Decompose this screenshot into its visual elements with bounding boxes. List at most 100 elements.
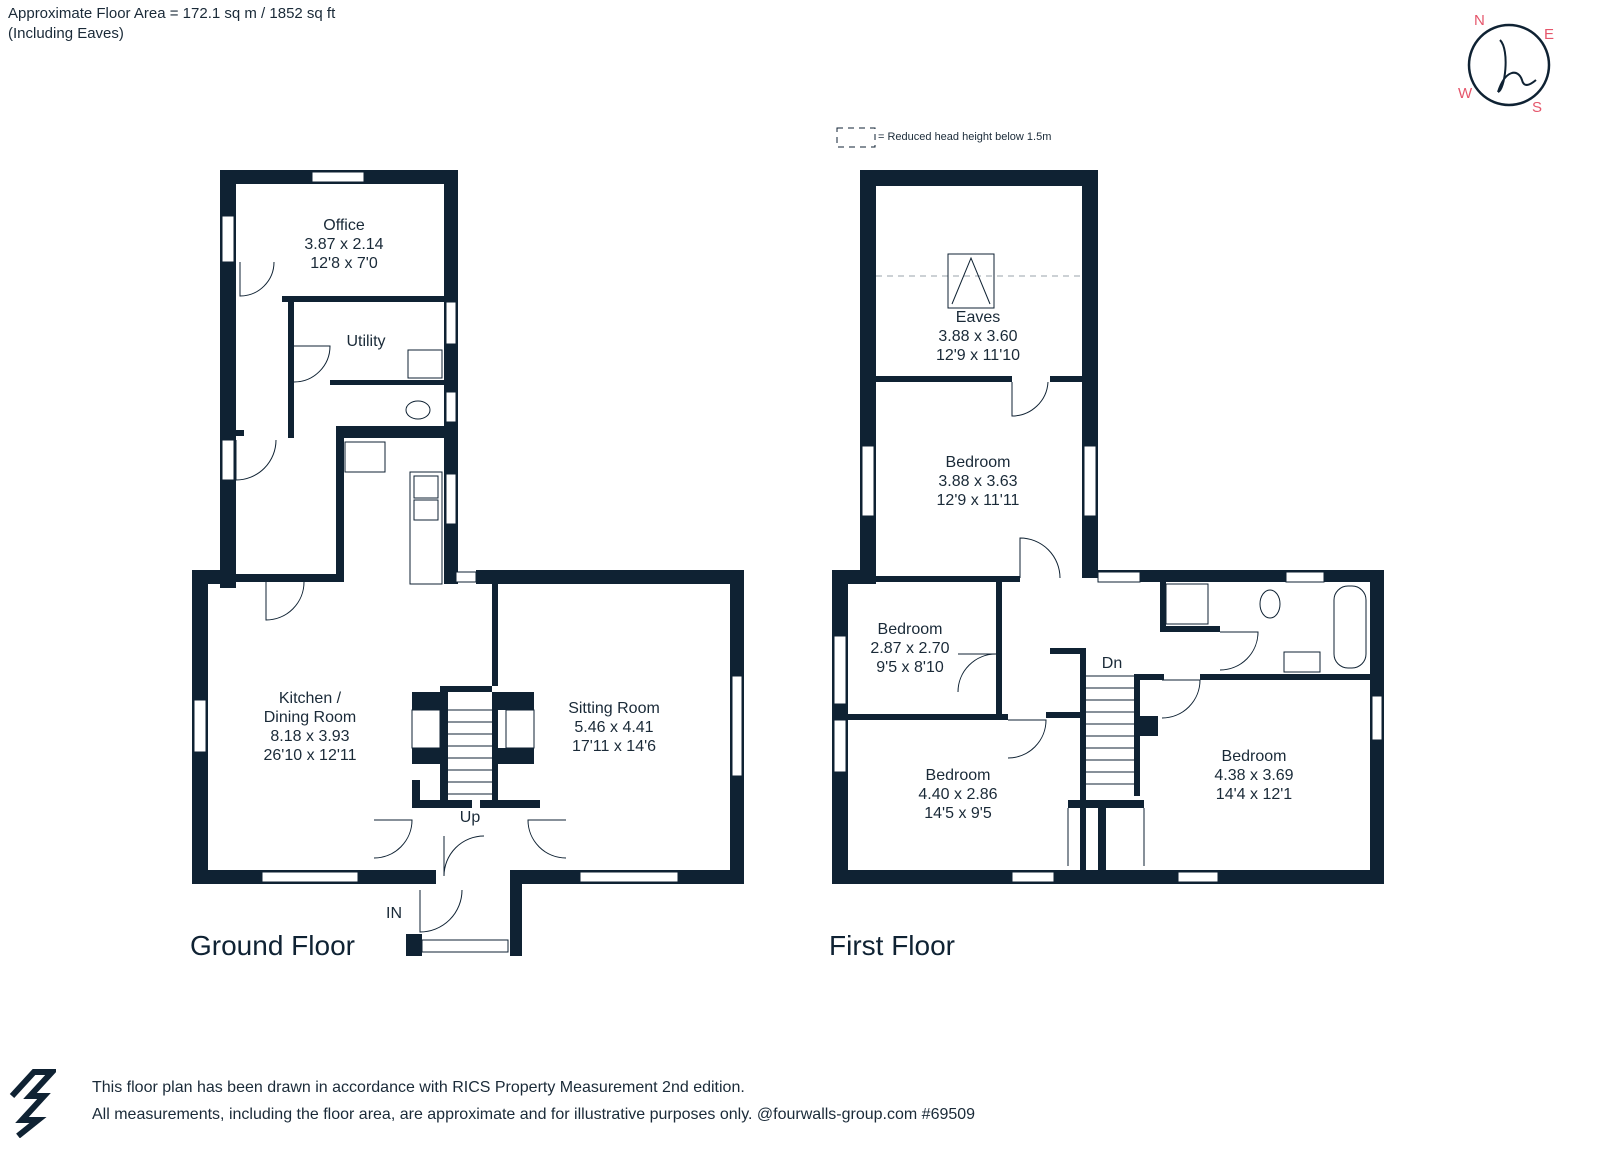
- fireplace: [505, 709, 535, 749]
- first-floor-title: First Floor: [829, 930, 955, 961]
- sink: [413, 499, 439, 521]
- bedroom-top-name: Bedroom: [946, 454, 1011, 471]
- door-swing: [957, 653, 997, 693]
- sink: [413, 475, 439, 499]
- rics-note: This floor plan has been drawn in accord…: [92, 1079, 745, 1096]
- wall: [498, 692, 534, 710]
- sitting-name: Sitting Room: [568, 700, 660, 717]
- skylight-opening: [951, 256, 991, 305]
- basin: [1283, 651, 1321, 673]
- wall: [1160, 626, 1220, 632]
- wall: [480, 800, 540, 808]
- wall: [848, 714, 1008, 720]
- toilet: [405, 400, 431, 420]
- window: [445, 473, 457, 525]
- window: [833, 635, 847, 705]
- compass-n: N: [1474, 12, 1485, 29]
- room-labels: Office 3.87 x 2.14 12'8 x 7'0 Utility Ki…: [264, 217, 1294, 922]
- wall: [1046, 712, 1086, 718]
- bedroom-br-imperial: 14'4 x 12'1: [1216, 786, 1292, 803]
- wall: [1050, 648, 1086, 654]
- door-swing: [1019, 537, 1061, 579]
- bedroom-br-metric: 4.38 x 3.69: [1214, 767, 1293, 784]
- wall: [288, 300, 294, 438]
- bedroom-small-imperial: 9'5 x 8'10: [876, 659, 944, 676]
- stairs-up-label: Up: [460, 809, 481, 826]
- window: [445, 301, 457, 345]
- disclaimer-note: All measurements, including the floor ar…: [92, 1106, 976, 1123]
- wall: [1068, 800, 1144, 808]
- bedroom-small-metric: 2.87 x 2.70: [870, 640, 949, 657]
- door-swing: [239, 261, 275, 297]
- stairs-down-label: Dn: [1102, 655, 1122, 672]
- wall: [336, 430, 344, 582]
- floor-area-header: Approximate Floor Area = 172.1 sq m / 18…: [8, 4, 335, 44]
- office-metric: 3.87 x 2.14: [304, 236, 383, 253]
- window: [311, 171, 365, 183]
- door-swing: [373, 819, 413, 859]
- window: [421, 939, 509, 953]
- door-swing: [443, 835, 485, 877]
- compass-logo: N E W S: [1450, 10, 1600, 120]
- window: [861, 445, 875, 517]
- eaves-name: Eaves: [956, 309, 1000, 326]
- door-swing: [235, 439, 277, 481]
- window: [1177, 871, 1219, 883]
- wall: [440, 692, 448, 804]
- wall: [220, 170, 236, 588]
- entrance-label: IN: [386, 905, 402, 922]
- wall: [492, 584, 498, 686]
- wall: [1080, 648, 1086, 870]
- cupboard-doors: [1067, 808, 1145, 866]
- window: [1371, 695, 1383, 741]
- wall: [860, 170, 1098, 186]
- window: [1285, 571, 1325, 583]
- compass-e: E: [1544, 26, 1555, 43]
- wall: [282, 296, 444, 302]
- ground-floor-plan: [192, 170, 744, 956]
- eaves-imperial: 12'9 x 11'10: [936, 347, 1020, 364]
- utility-sink: [407, 349, 443, 379]
- kitchen-name-2: Dining Room: [264, 709, 356, 726]
- door-swing: [419, 889, 463, 933]
- first-floor-plan: [832, 170, 1384, 884]
- door-swing: [1219, 631, 1259, 671]
- sitting-imperial: 17'11 x 14'6: [572, 738, 656, 755]
- wall: [236, 574, 336, 582]
- compass-circle-icon: [1467, 23, 1551, 107]
- legend-text: = Reduced head height below 1.5m: [878, 131, 1052, 143]
- wall: [1082, 170, 1098, 578]
- wall: [476, 570, 744, 584]
- wall: [1200, 674, 1384, 680]
- kitchen-imperial: 26'10 x 12'11: [264, 747, 357, 764]
- eaves-note-text: (Including Eaves): [8, 25, 124, 42]
- window: [579, 871, 679, 883]
- shower: [1165, 583, 1209, 625]
- wall: [1160, 582, 1166, 632]
- wall: [406, 870, 420, 884]
- compass-s: S: [1532, 99, 1543, 116]
- wall: [1134, 674, 1164, 680]
- stairs: [1086, 675, 1134, 785]
- door-swing: [265, 581, 305, 621]
- window: [1097, 571, 1141, 583]
- sitting-metric: 5.46 x 4.41: [574, 719, 653, 736]
- wall: [1098, 570, 1384, 582]
- skylight: [947, 253, 995, 309]
- fireplace: [411, 709, 441, 749]
- utility-name: Utility: [346, 333, 385, 350]
- wall: [412, 748, 448, 764]
- wall: [832, 870, 1384, 884]
- bedroom-bl-metric: 4.40 x 2.86: [918, 786, 997, 803]
- bedroom-br-name: Bedroom: [1222, 748, 1287, 765]
- wall: [510, 870, 522, 956]
- bedroom-top-metric: 3.88 x 3.63: [938, 473, 1017, 490]
- window: [445, 391, 457, 423]
- wall: [222, 430, 244, 436]
- eaves-metric: 3.88 x 3.60: [938, 328, 1017, 345]
- wall: [996, 582, 1002, 716]
- office-imperial: 12'8 x 7'0: [310, 255, 378, 272]
- stairs: [448, 709, 492, 795]
- dashed-box-icon: [836, 127, 876, 148]
